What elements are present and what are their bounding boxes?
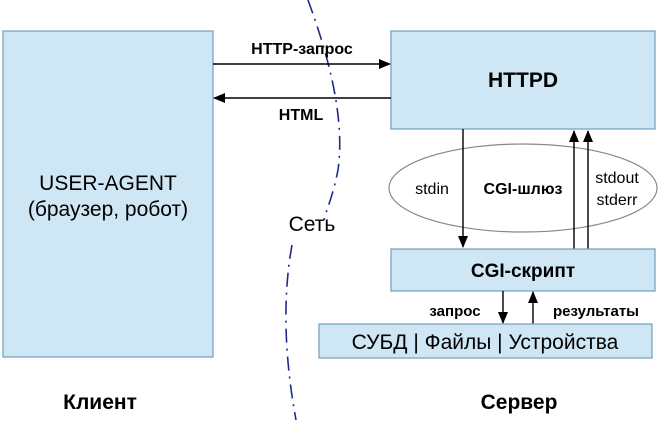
cgi-script-label: CGI-скрипт: [471, 261, 575, 282]
cgi-gateway-ellipse: [388, 143, 658, 233]
user-agent-title: USER-AGENT: [39, 172, 177, 195]
user-agent-box: [2, 30, 214, 358]
httpd-label: HTTPD: [488, 69, 558, 92]
client-caption: Клиент: [63, 391, 137, 414]
stdout-label: stdout: [595, 170, 639, 187]
network-label: Сеть: [289, 213, 336, 236]
server-caption: Сервер: [481, 391, 558, 414]
network-boundary-line-lower: [285, 244, 297, 421]
network-boundary-line: [307, 0, 341, 221]
query-label: запрос: [429, 303, 480, 320]
html-response-label: HTML: [279, 107, 324, 124]
resources-label: СУБД | Файлы | Устройства: [352, 331, 619, 354]
stderr-label: stderr: [597, 192, 639, 209]
httpd-box: [390, 30, 656, 130]
stdin-label: stdin: [415, 181, 449, 198]
cgi-script-box: [390, 248, 656, 292]
resources-box: [318, 323, 653, 359]
cgi-gateway-label: CGI-шлюз: [484, 181, 563, 198]
user-agent-subtitle: (браузер, робот): [28, 198, 188, 221]
http-request-label: HTTP-запрос: [251, 41, 353, 58]
results-label: результаты: [553, 303, 639, 320]
